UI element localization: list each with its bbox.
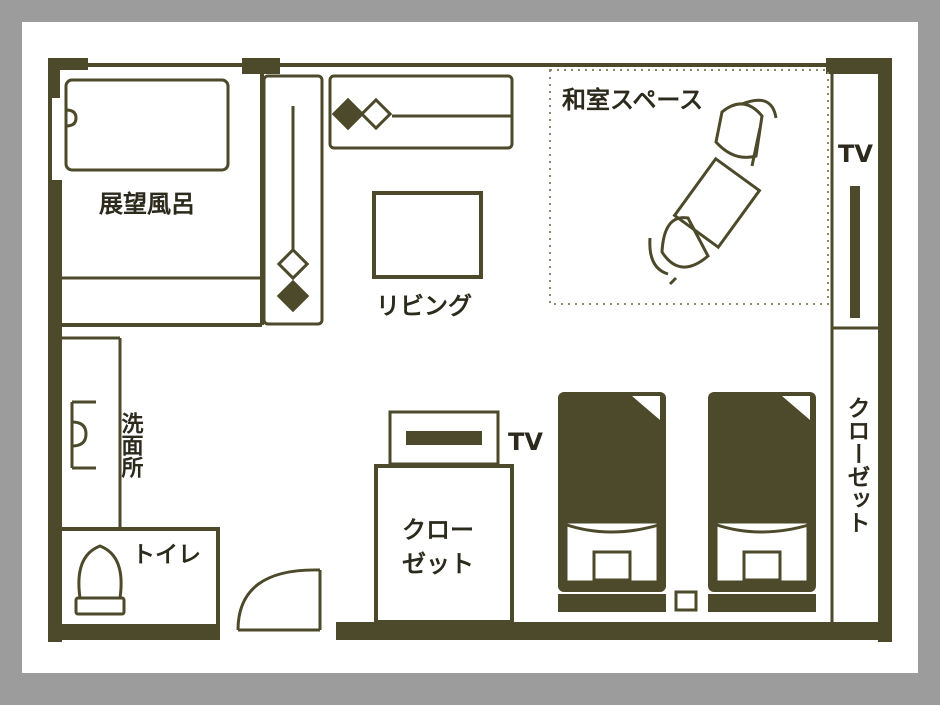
right-tv-column — [830, 74, 878, 624]
tv-right-label: TV — [838, 140, 873, 168]
right-tv — [850, 186, 860, 318]
bathtub-faucet — [65, 108, 78, 128]
washroom — [62, 336, 122, 528]
bed-left — [558, 392, 666, 612]
entrance-door — [236, 568, 322, 632]
tv-center-label: TV — [508, 428, 543, 456]
bath-area — [62, 70, 264, 327]
chair-top — [714, 102, 764, 159]
bath-label: 展望風呂 — [99, 190, 195, 218]
japanese-space-label: 和室スペース — [562, 86, 703, 114]
japanese-space-outline — [549, 69, 829, 305]
toilet-label: トイレ — [132, 542, 201, 568]
sink — [70, 400, 96, 470]
closet-right-label: クローゼット — [843, 396, 871, 534]
top-shelf — [328, 74, 514, 150]
closet-center-label-2: ゼット — [402, 550, 474, 578]
living-label: リビング — [376, 292, 472, 320]
center-closet — [374, 464, 514, 624]
closet-center-label-1: クロー — [402, 516, 474, 544]
outer-walls — [48, 58, 892, 642]
washroom-label: 洗面所 — [118, 412, 144, 479]
toilet-bowl — [77, 544, 123, 600]
nightstand — [674, 590, 698, 612]
chair-bottom — [660, 216, 710, 269]
bed-right — [708, 392, 816, 612]
toilet-room — [62, 527, 220, 630]
living-table — [372, 191, 483, 279]
bath-partition — [262, 74, 324, 326]
japanese-table-set — [648, 98, 778, 286]
